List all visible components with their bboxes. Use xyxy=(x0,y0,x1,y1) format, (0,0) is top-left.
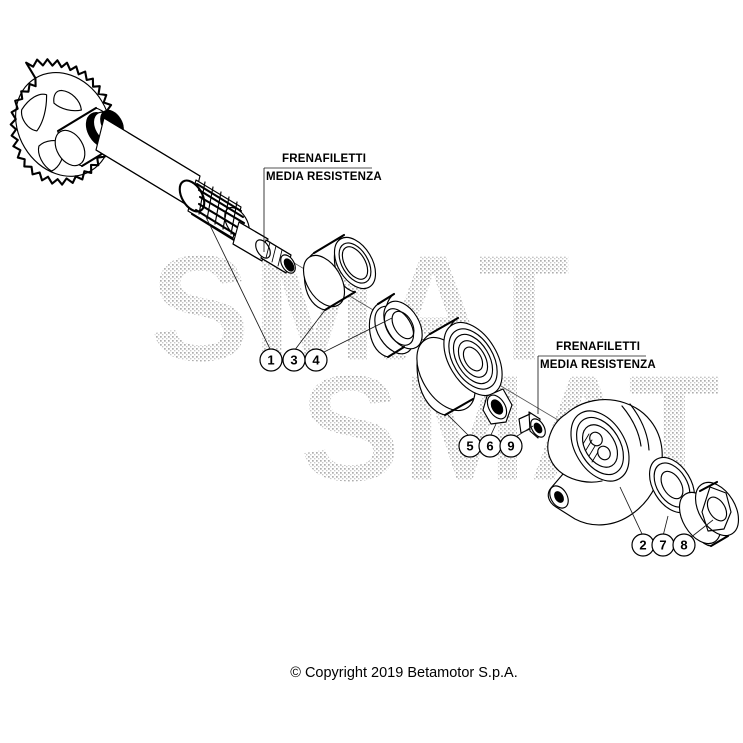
balancer-shaft-gear xyxy=(9,58,296,274)
callout-3-label: 3 xyxy=(290,353,297,368)
copyright-notice: © Copyright 2019 Betamotor S.p.A. xyxy=(290,665,518,681)
callout-leaders xyxy=(204,214,714,539)
note-left-line1: FRENAFILETTI xyxy=(282,153,366,165)
counterweight xyxy=(547,399,663,526)
counterweight-arm-end xyxy=(549,485,569,509)
callout-7-label: 7 xyxy=(659,538,666,553)
balancer-bolt xyxy=(518,411,546,439)
note-left: FRENAFILETTI MEDIA RESISTENZA xyxy=(263,153,382,252)
note-right: FRENAFILETTI MEDIA RESISTENZA xyxy=(537,341,656,414)
callout-5[interactable]: 5 xyxy=(458,434,482,458)
callout-8[interactable]: 8 xyxy=(672,533,696,557)
shaft-threaded-end xyxy=(255,239,296,274)
oil-seal xyxy=(368,292,423,359)
note-left-line2: MEDIA RESISTENZA xyxy=(266,171,382,183)
callout-6-label: 6 xyxy=(486,439,493,454)
callout-8-label: 8 xyxy=(680,538,687,553)
callout-1[interactable]: 1 xyxy=(259,348,283,372)
ball-bearing xyxy=(416,316,503,417)
callout-1-label: 1 xyxy=(267,353,274,368)
callout-2-label: 2 xyxy=(639,538,646,553)
callout-5-label: 5 xyxy=(466,439,473,454)
callout-3[interactable]: 3 xyxy=(282,348,306,372)
callout-9-label: 9 xyxy=(507,439,514,454)
note-right-line1: FRENAFILETTI xyxy=(556,341,640,353)
callout-4[interactable]: 4 xyxy=(304,348,328,372)
counterweight-hub xyxy=(570,410,630,482)
gear-spoke-openings xyxy=(20,89,82,172)
callout-7[interactable]: 7 xyxy=(651,533,675,557)
callout-2[interactable]: 2 xyxy=(631,533,655,557)
note-right-line2: MEDIA RESISTENZA xyxy=(540,359,656,371)
callout-4-label: 4 xyxy=(312,353,320,368)
gear-teeth xyxy=(9,58,115,186)
spacer-ring xyxy=(302,233,377,312)
callout-6[interactable]: 6 xyxy=(478,434,502,458)
tab-washer xyxy=(482,388,513,425)
spline-teeth xyxy=(190,181,246,242)
callout-9[interactable]: 9 xyxy=(499,434,523,458)
